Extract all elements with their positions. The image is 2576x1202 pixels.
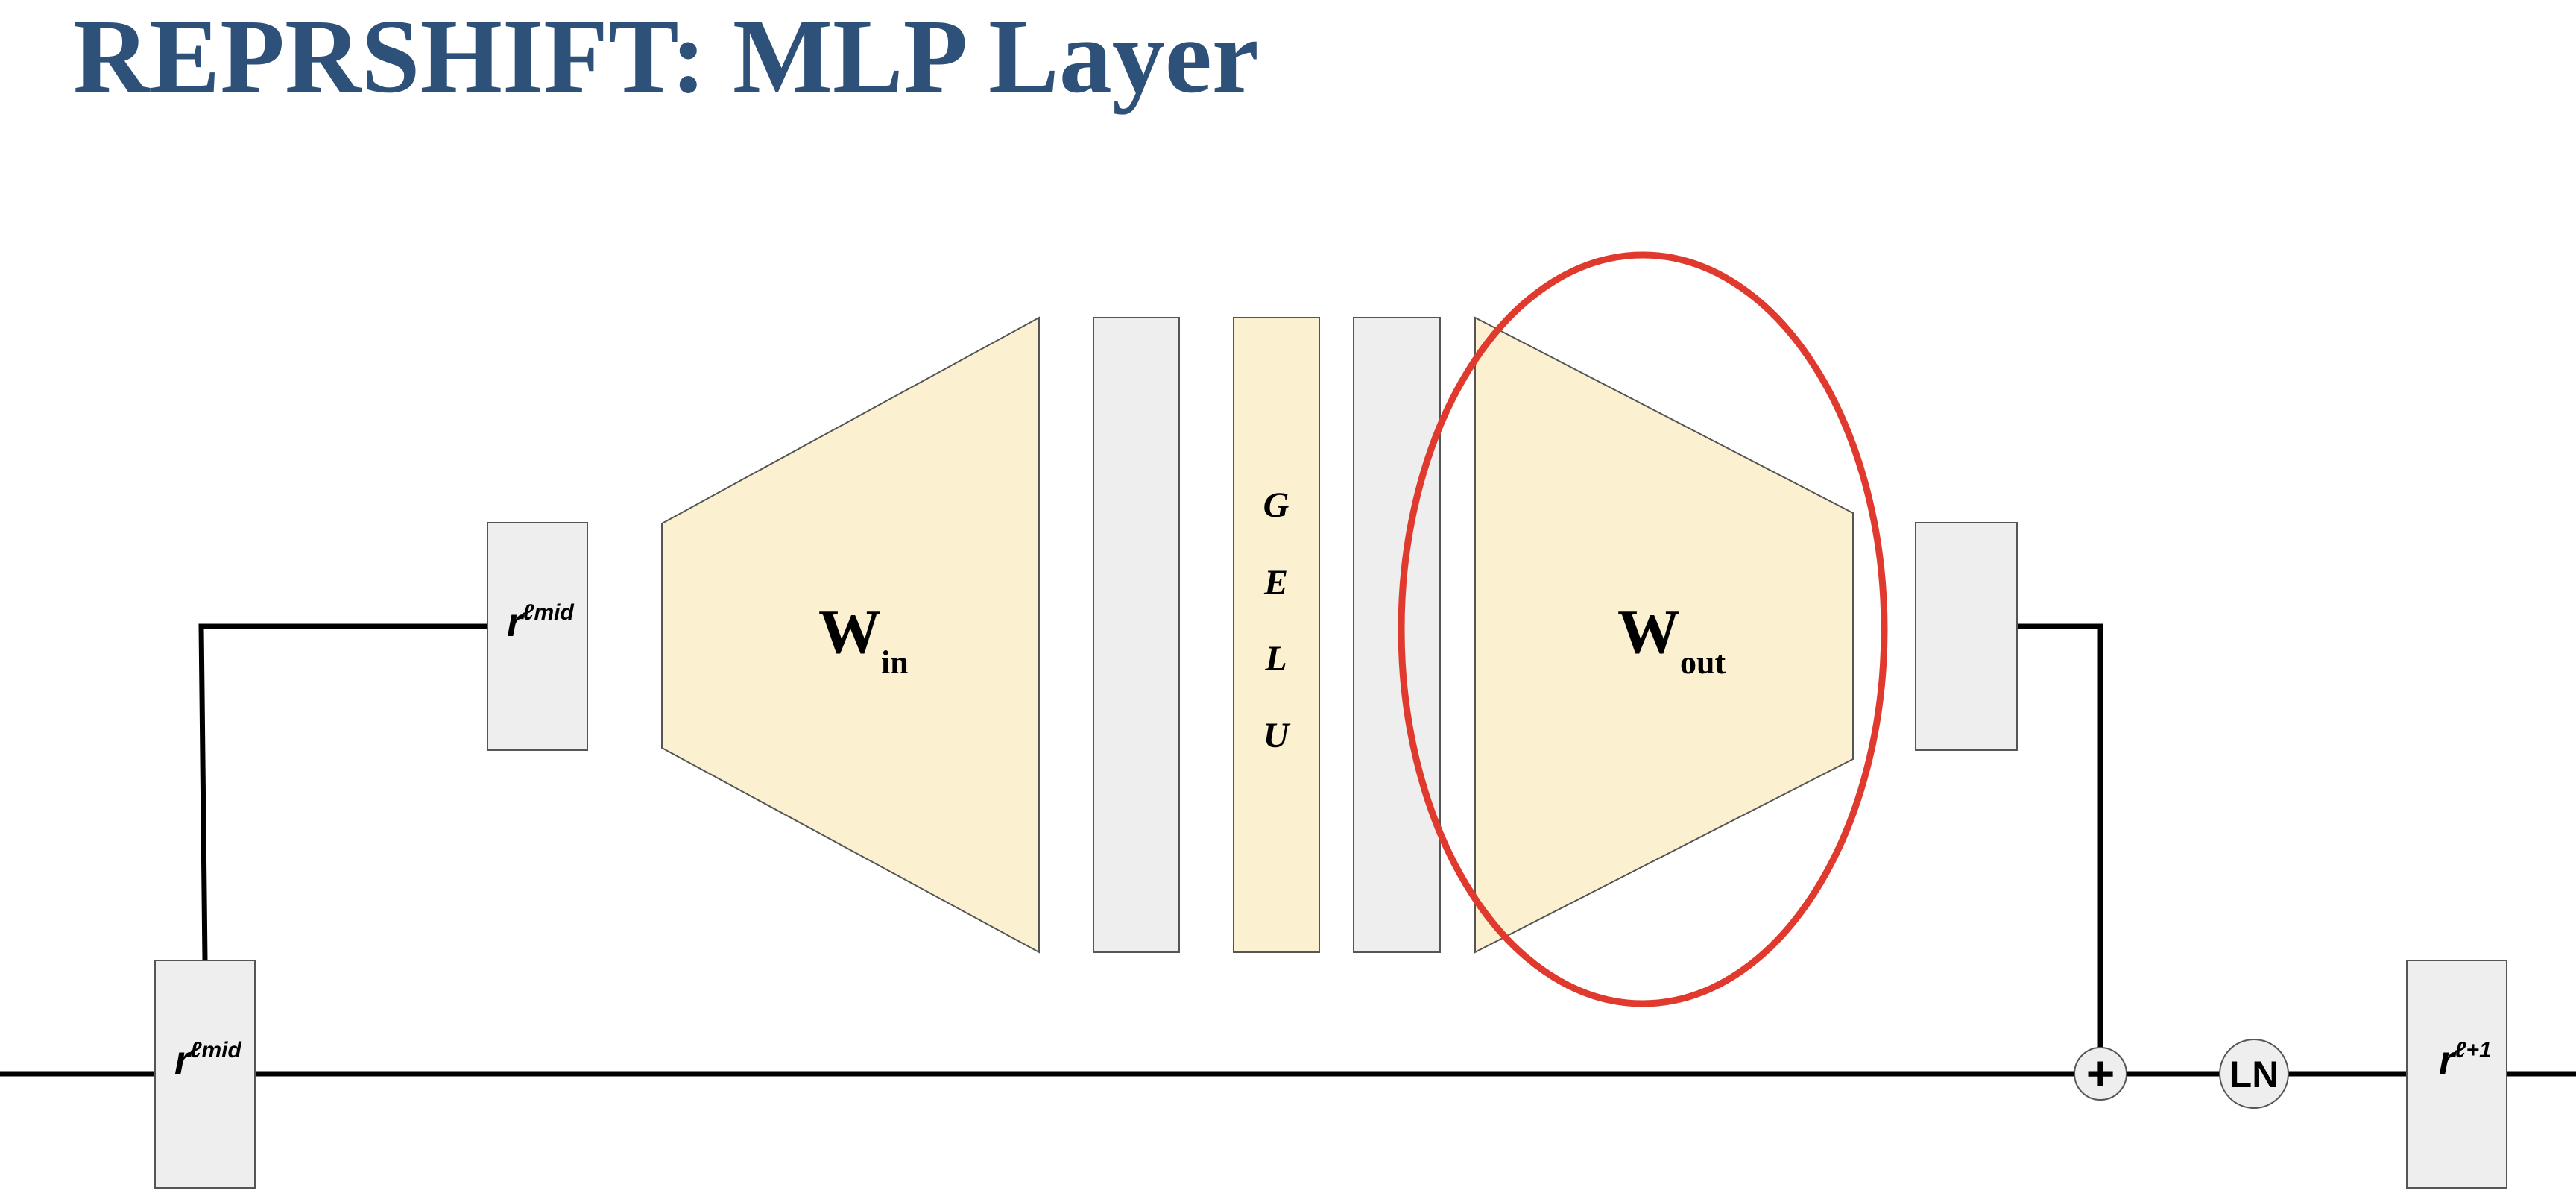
residual-input-label: rℓmid	[174, 1038, 242, 1083]
w-in-trapezoid	[661, 316, 1040, 954]
w-out-highlight-ellipse	[1398, 251, 1888, 1007]
gelu-block: G E L U	[1233, 317, 1320, 953]
mlp-input-base: r	[507, 600, 525, 645]
w-out-base: W	[1617, 597, 1680, 667]
w-in-base: W	[818, 597, 881, 667]
hidden-pre-activation-box	[1093, 317, 1180, 953]
add-node: +	[2074, 1045, 2127, 1101]
residual-input-sup: ℓmid	[190, 1038, 242, 1063]
mlp-input-label: rℓmid	[507, 600, 575, 645]
layer-norm-label: LN	[2229, 1054, 2279, 1095]
residual-output-box	[2406, 960, 2507, 1189]
layer-norm-node: LN	[2219, 1039, 2289, 1109]
residual-input-vector: rℓmid	[154, 960, 256, 1189]
w-out-trapezoid	[1474, 316, 1854, 954]
output-branch-wire	[2017, 623, 2103, 1059]
page-title: REPRSHIFT: MLP Layer	[73, 0, 1259, 115]
residual-output-vector: rℓ+1	[2406, 960, 2507, 1189]
residual-output-base: r	[2439, 1038, 2457, 1083]
residual-input-base: r	[174, 1038, 192, 1083]
gelu-letter-l: L	[1264, 639, 1287, 679]
gelu-letter-g: G	[1263, 485, 1289, 525]
w-in-sub: in	[881, 644, 909, 681]
mlp-input-vector: rℓmid	[487, 522, 588, 751]
w-out-block: Wout	[1474, 316, 1854, 954]
w-in-label: Win	[818, 597, 909, 681]
residual-output-sup: ℓ+1	[2455, 1038, 2492, 1063]
gelu-box	[1233, 317, 1320, 953]
w-out-label: Wout	[1617, 597, 1726, 681]
layer-norm-circle	[2219, 1039, 2289, 1109]
mlp-input-sup: ℓmid	[523, 600, 574, 625]
gelu-letter-u: U	[1263, 716, 1291, 755]
residual-input-box	[154, 960, 256, 1189]
input-branch-wire	[198, 623, 487, 961]
hidden-post-activation-box	[1353, 317, 1441, 953]
w-out-sub: out	[1680, 644, 1726, 681]
mlp-input-box	[487, 522, 588, 751]
gelu-letter-e: E	[1263, 563, 1288, 602]
residual-output-label: rℓ+1	[2439, 1038, 2492, 1083]
add-symbol: +	[2086, 1045, 2115, 1101]
add-node-circle	[2074, 1047, 2127, 1101]
w-in-block: Win	[661, 316, 1040, 954]
mlp-output-box	[1915, 522, 2018, 751]
